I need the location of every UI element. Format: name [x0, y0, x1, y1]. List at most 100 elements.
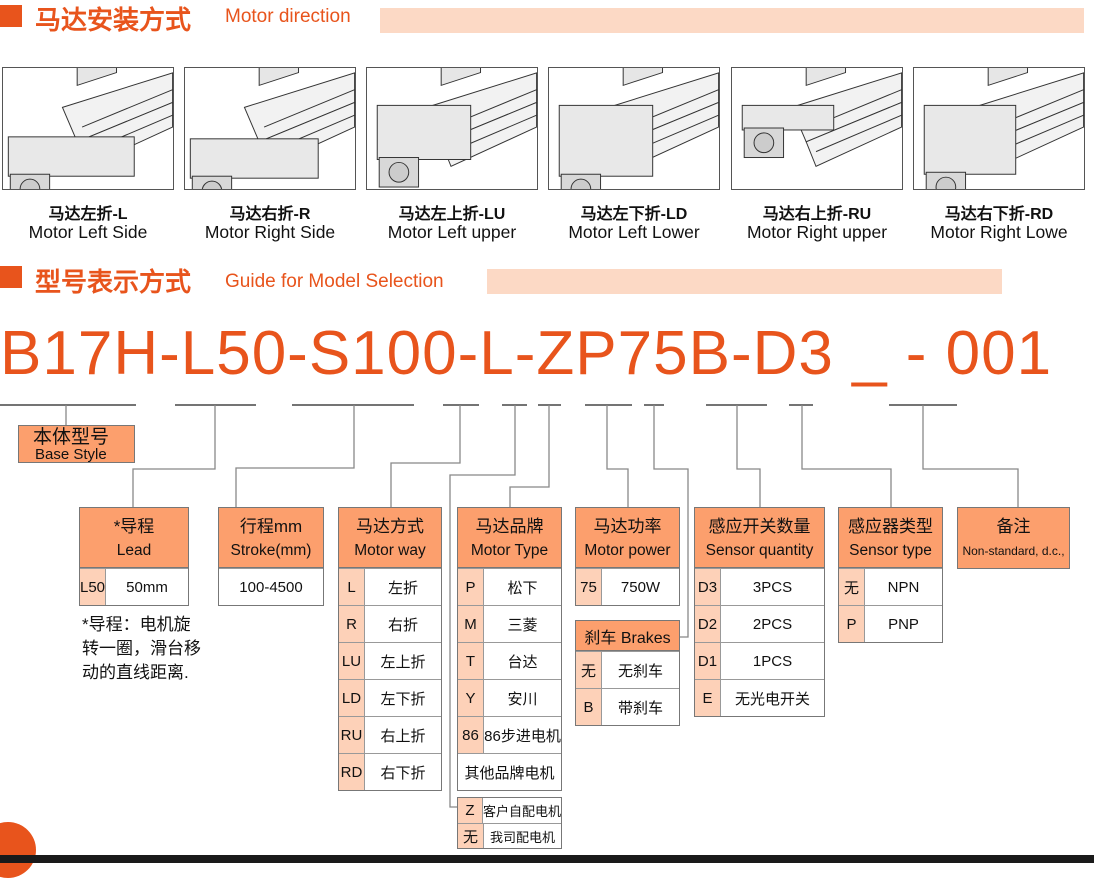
table-row: E 无光电开关	[695, 679, 824, 716]
motor-direction-image-0	[2, 67, 174, 190]
caption-en: Motor Left Lower	[568, 222, 700, 242]
model-code: B17H-L50-S100-L-ZP75B-D3 _ - 001	[0, 319, 1053, 388]
option-code: D2	[695, 606, 721, 642]
table-row: M 三菱	[458, 605, 561, 642]
option-value: 其他品牌电机	[464, 764, 555, 782]
header-en: Lead	[116, 542, 152, 559]
caption-en: Motor Right upper	[746, 222, 888, 242]
option-code: P	[839, 606, 865, 642]
base-style-cn: 本体型号	[33, 427, 110, 448]
option-value: 右折	[387, 616, 418, 634]
option-code: L50	[80, 569, 106, 605]
option-value: 客户自配电机	[482, 804, 561, 819]
option-value: 无刹车	[617, 662, 663, 680]
section-title-cn: 马达安装方式	[35, 5, 192, 35]
option-value: 750W	[620, 578, 661, 596]
option-code: L	[339, 569, 365, 605]
option-code: 无	[458, 824, 484, 848]
option-value: 松下	[507, 579, 538, 597]
option-code: M	[458, 606, 484, 642]
table-row: L50 50mm	[80, 568, 188, 605]
option-value: 安川	[507, 690, 538, 708]
caption-cn: 马达右折-R	[229, 206, 311, 223]
caption-cn: 马达右下折-RD	[944, 206, 1054, 223]
option-code: R	[339, 606, 365, 642]
option-value: 左上折	[380, 653, 426, 671]
table-row: T 台达	[458, 642, 561, 679]
section-marker	[0, 266, 22, 288]
header-en: Sensor quantity	[705, 542, 814, 559]
option-value: 100-4500	[239, 578, 303, 596]
header-en: Motor way	[354, 542, 426, 559]
header-en: Stroke(mm)	[230, 542, 312, 559]
header-cn: 马达品牌	[475, 517, 544, 536]
option-value: 1PCS	[752, 652, 793, 670]
section-title-en: Motor direction	[225, 6, 351, 27]
table-header: 刹车 Brakes	[576, 621, 679, 651]
caption-en: Motor Left Side	[28, 222, 148, 242]
option-code: 无	[839, 569, 865, 605]
caption-cn: 马达右上折-RU	[762, 206, 872, 223]
header-cn: 马达功率	[593, 517, 662, 536]
section-title-cn: 型号表示方式	[35, 267, 192, 297]
section-bar	[380, 8, 1084, 33]
option-value: 右上折	[380, 727, 426, 745]
header-cn: 行程mm	[239, 517, 303, 536]
option-value: 3PCS	[752, 578, 793, 596]
option-value: 三菱	[507, 616, 538, 634]
option-value: 右下折	[380, 764, 426, 782]
option-code: T	[458, 643, 484, 679]
option-code: Z	[458, 798, 483, 823]
header-cn: 备注	[996, 517, 1031, 536]
lead-note: *导程：电机旋转一圈，滑台移动的直线距离.	[82, 615, 201, 682]
option-value: NPN	[887, 578, 920, 596]
table-header: *导程 Lead	[80, 508, 188, 568]
option-code: 无	[576, 652, 602, 688]
caption-en: Motor Left upper	[387, 222, 517, 242]
section-bar	[487, 269, 1002, 294]
option-code: E	[695, 680, 721, 716]
option-value: 我司配电机	[489, 829, 555, 845]
motor-direction-image-2	[366, 67, 538, 190]
table-row: 100-4500	[219, 568, 323, 605]
caption-cn: 马达左折-L	[48, 206, 128, 223]
header-en: Motor Type	[470, 542, 549, 559]
option-value: 带刹车	[617, 699, 663, 717]
option-value: 50mm	[126, 578, 168, 596]
option-code: RD	[339, 754, 365, 790]
caption-cn: 马达左下折-LD	[580, 206, 688, 223]
section-title-en: Guide for Model Selection	[225, 271, 444, 292]
option-value: 无光电开关	[734, 690, 810, 708]
option-value: 台达	[507, 653, 538, 671]
motor-direction-image-1	[184, 67, 356, 190]
table-row: 无 NPN	[839, 568, 942, 605]
header-cn: *导程	[113, 517, 155, 536]
